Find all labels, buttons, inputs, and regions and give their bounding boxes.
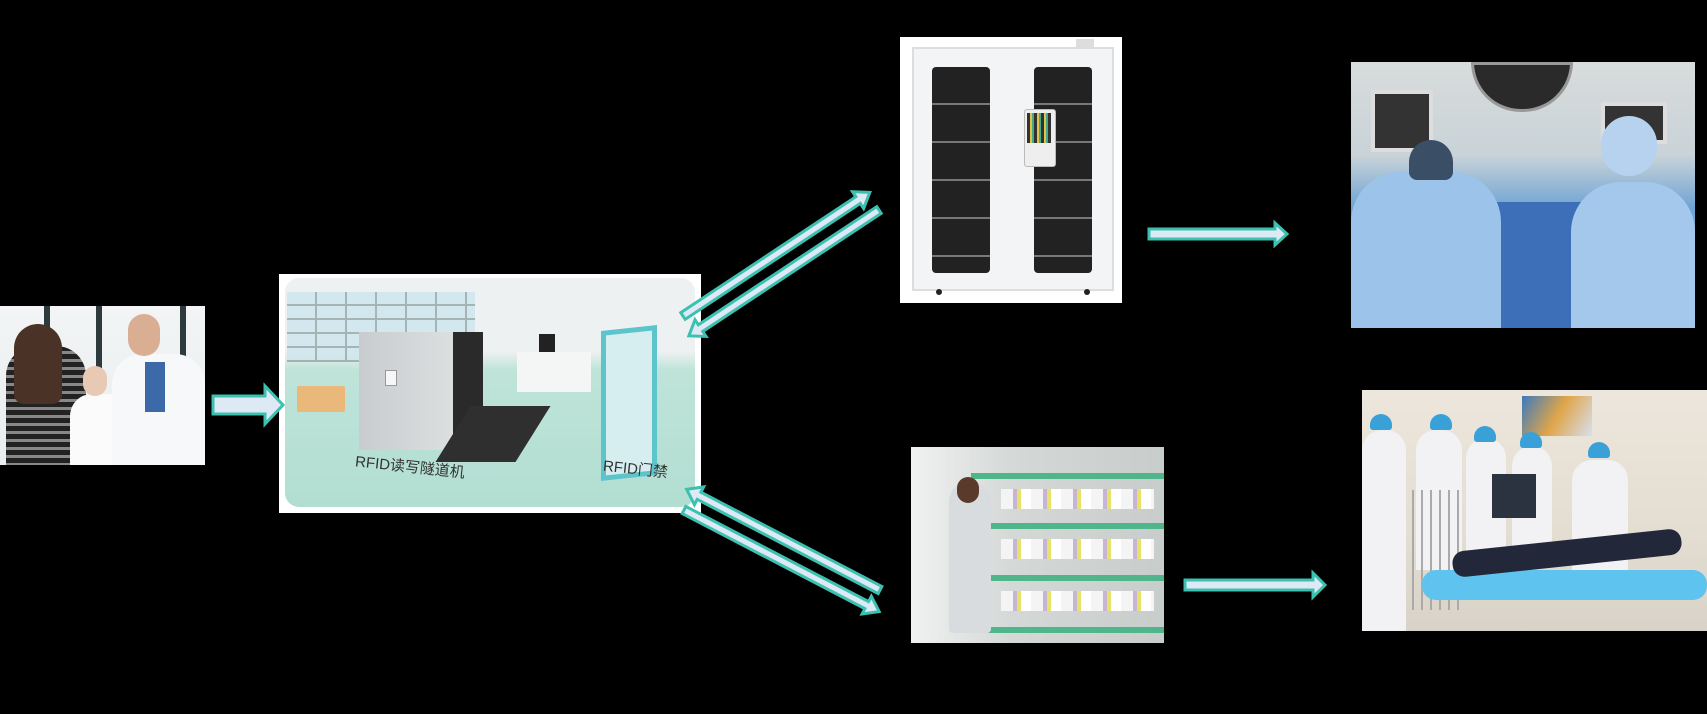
rfid-tunnel-reader: [359, 332, 453, 450]
male-doctor-head: [128, 314, 160, 356]
supplier-handshake-photo: [0, 306, 205, 465]
workstation-monitor: [539, 334, 555, 352]
medicine-boxes: [1001, 539, 1154, 559]
arrow-rfid-to-cabinet: [678, 190, 872, 322]
surgeon-cap: [1601, 116, 1657, 176]
arrow-cabinet-to-rfid: [686, 204, 884, 339]
shelf: [971, 523, 1164, 529]
doctor-cap: [1588, 442, 1610, 458]
doctor-cap: [1430, 414, 1452, 430]
doctor-cap: [1474, 426, 1496, 442]
operating-room-photo: [1351, 62, 1695, 328]
surgeon-figure: [1351, 172, 1501, 328]
arrow-supplier-to-rfid: [211, 382, 286, 428]
rfid-scene-background: RFID读写隧道机 RFID门禁: [285, 278, 695, 507]
surgeon-cap: [1409, 140, 1453, 180]
cabinet-wheel: [936, 289, 942, 295]
cargo-cart: [297, 386, 345, 412]
arrow-rfid-to-pharmacy: [680, 504, 882, 616]
rfid-warehouse-scene: RFID读写隧道机 RFID门禁: [279, 274, 701, 513]
doctor-cap: [1370, 414, 1392, 430]
cabinet-sensor: [1076, 39, 1094, 49]
wall-painting: [1522, 396, 1592, 436]
cabinet-left-door: [932, 67, 990, 273]
medicine-boxes: [1001, 591, 1154, 611]
doctor-figure: [1362, 430, 1406, 631]
shelf: [971, 575, 1164, 581]
cabinet-wheel: [1084, 289, 1090, 295]
workstation-desk: [517, 352, 591, 392]
cabinet-touchscreen: [1027, 113, 1051, 143]
male-doctor-shirt: [145, 362, 165, 412]
arrow-cabinet-to-surgery: [1147, 219, 1290, 249]
arrow-pharmacy-to-rfid: [684, 485, 884, 596]
xray-film: [1492, 474, 1536, 518]
female-doctor-head: [83, 366, 107, 396]
woman-hair: [14, 324, 62, 404]
smart-cabinet-photo: [900, 37, 1122, 303]
surgeon-figure: [1571, 182, 1695, 328]
tunnel-display: [385, 370, 397, 386]
medicine-boxes: [1001, 489, 1154, 509]
pharmacist-figure: [949, 483, 991, 633]
cabinet-right-door: [1034, 67, 1092, 273]
hospital-ward-photo: [1362, 390, 1707, 631]
shelf: [971, 627, 1164, 633]
doctor-cap: [1520, 432, 1542, 448]
surgical-lamp: [1471, 62, 1573, 112]
pharmacist-head: [957, 477, 979, 503]
shelf: [971, 473, 1164, 479]
pharmacy-shelves-photo: [911, 447, 1164, 643]
arrow-pharmacy-to-ward: [1183, 569, 1328, 601]
